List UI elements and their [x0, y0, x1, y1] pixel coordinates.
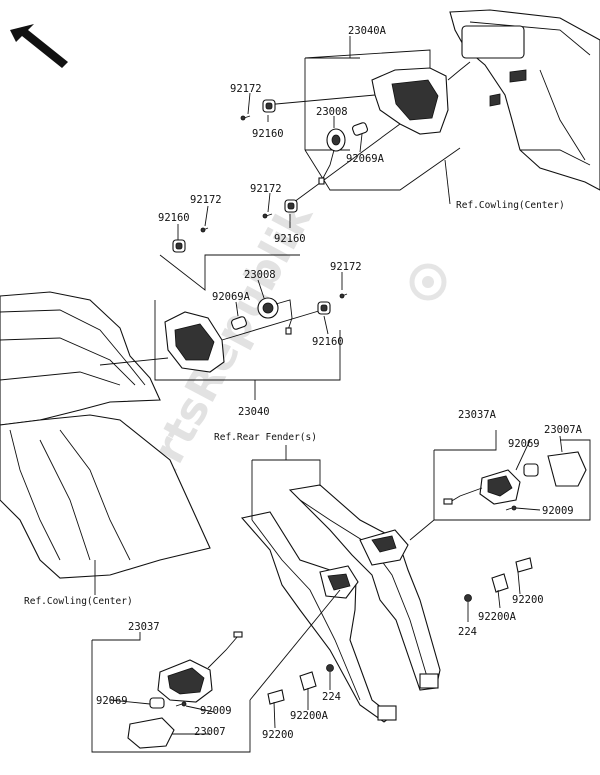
grommet-92160-b	[284, 199, 298, 213]
bracket-92200-right	[515, 557, 533, 573]
label-92069-b: 92069	[96, 695, 128, 707]
label-92160-b: 92160	[274, 233, 306, 245]
label-92009-b: 92009	[200, 705, 232, 717]
bracket-92200A-lower	[299, 671, 317, 691]
watermark-gear-icon	[409, 263, 447, 301]
bracket-92200A-right	[491, 573, 509, 593]
label-92172-a: 92172	[230, 83, 262, 95]
label-92172-b: 92172	[250, 183, 282, 195]
label-92009-a: 92009	[542, 505, 574, 517]
group-23037	[91, 589, 341, 753]
screw-92172-d	[339, 293, 348, 299]
label-92160-c: 92160	[158, 212, 190, 224]
grommet-92160-c	[172, 239, 186, 253]
label-23008-a: 23008	[316, 106, 348, 118]
ref-cowling-center-top: Ref.Cowling(Center)	[456, 200, 565, 211]
label-224-b: 224	[322, 691, 341, 703]
label-224-a: 224	[458, 626, 477, 638]
label-92160-a: 92160	[252, 128, 284, 140]
label-23040: 23040	[238, 406, 270, 418]
bulb-socket-23008-lower	[231, 297, 293, 335]
label-92172-c: 92172	[190, 194, 222, 206]
screw-92172-c	[200, 227, 209, 233]
turn-signal-23037	[127, 631, 243, 749]
label-23037: 23037	[128, 621, 160, 633]
grommet-92160-a	[262, 99, 276, 113]
headlight-assembly-23040	[99, 309, 323, 373]
ref-rear-fender: Ref.Rear Fender(s)	[214, 432, 317, 443]
label-92200A-a: 92200A	[478, 611, 517, 623]
bulb-socket-23008-top	[318, 122, 368, 185]
cowling-center-left	[0, 291, 211, 595]
bracket-92200-lower	[267, 689, 285, 705]
label-23040A: 23040A	[348, 25, 387, 37]
label-92200A-b: 92200A	[290, 710, 329, 722]
label-92069A-a: 92069A	[346, 153, 385, 165]
ref-cowling-center-bottom: Ref.Cowling(Center)	[24, 596, 133, 607]
label-23007A: 23007A	[544, 424, 583, 436]
group-23037A	[409, 430, 591, 541]
cowling-center-top	[449, 9, 600, 191]
label-92160-d: 92160	[312, 336, 344, 348]
turn-signal-23037A	[443, 451, 587, 511]
label-23007: 23007	[194, 726, 226, 738]
label-23008-b: 23008	[244, 269, 276, 281]
group-23040	[154, 254, 341, 400]
screw-92172-a	[240, 115, 251, 121]
label-23037A: 23037A	[458, 409, 497, 421]
group-23040A	[304, 36, 461, 191]
label-92069-a: 92069	[508, 438, 540, 450]
label-92200-a: 92200	[512, 594, 544, 606]
label-92200-b: 92200	[262, 729, 294, 741]
label-92172-d: 92172	[330, 261, 362, 273]
ref-bracket-rear-fender	[251, 445, 321, 520]
label-92069A-b: 92069A	[212, 291, 251, 303]
headlight-assembly-23040A	[264, 61, 471, 206]
grommet-92160-d	[317, 301, 331, 315]
nut-224-lower	[326, 664, 334, 672]
leader-lines	[109, 92, 563, 735]
screw-92172-b	[262, 213, 273, 219]
nut-224-right	[464, 594, 472, 602]
rear-fender-lower	[240, 511, 397, 723]
front-arrow-icon	[10, 24, 68, 68]
rear-fender-upper	[288, 484, 441, 691]
